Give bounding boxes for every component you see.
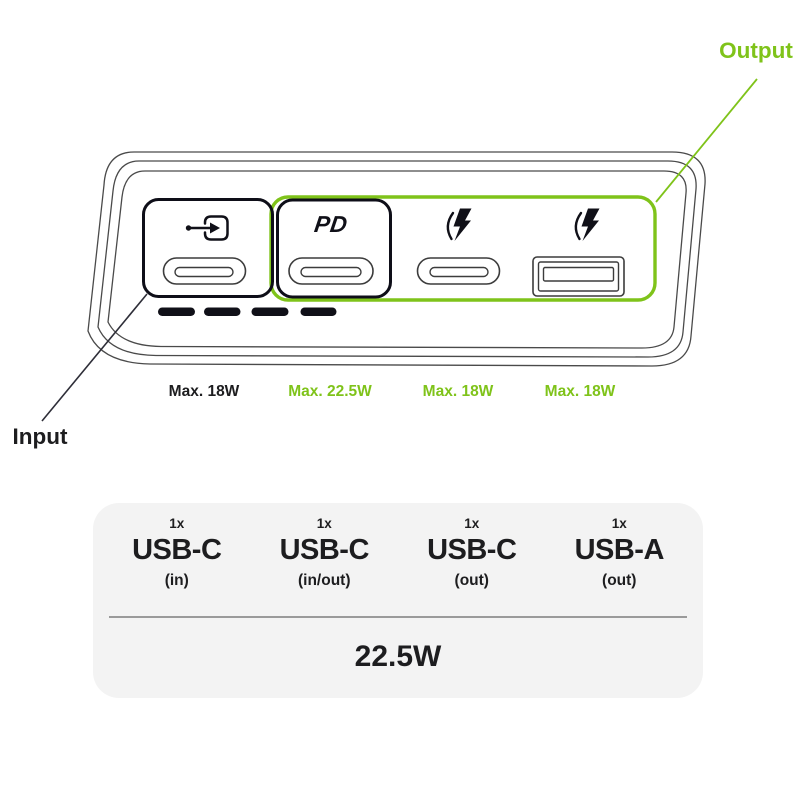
max-power-label-1: Max. 18W — [168, 383, 240, 400]
spec-divider — [109, 616, 687, 618]
port-quantity: 1x — [316, 516, 332, 531]
spec-column-usb-c-inout: 1x USB-C (in/out) — [251, 516, 399, 590]
spec-column-usb-a-out: 1x USB-A (out) — [546, 516, 694, 590]
fast-charge-icon — [446, 208, 472, 241]
usb-c-port-in — [162, 257, 247, 285]
port-quantity: 1x — [464, 516, 480, 531]
total-power: 22.5W — [354, 640, 442, 673]
pd-badge: PD — [312, 211, 350, 237]
port-name: USB-C — [132, 534, 222, 566]
port-name: USB-C — [279, 534, 370, 566]
port-mode: (out) — [602, 572, 637, 589]
spec-panel: 1x USB-C (in) 1x USB-C (in/out) 1x USB-C… — [93, 503, 703, 698]
fast-charge-icon — [574, 208, 600, 241]
input-leader-line — [41, 293, 148, 422]
output-leader-line — [655, 78, 758, 203]
port-name: USB-A — [574, 534, 665, 566]
max-power-label-3: Max. 18W — [422, 383, 494, 400]
port-mode: (out) — [454, 572, 489, 589]
battery-level-indicator — [158, 307, 337, 316]
powerbank-body-outline — [87, 151, 706, 367]
port-mode: (in/out) — [297, 572, 351, 589]
usb-c-port-pd — [288, 257, 374, 285]
input-group-border — [142, 198, 274, 298]
usb-input-icon — [185, 215, 229, 241]
spec-column-usb-c-in: 1x USB-C (in) — [103, 516, 251, 590]
usb-c-port-out — [416, 257, 501, 285]
port-quantity: 1x — [611, 516, 627, 531]
spec-column-usb-c-out: 1x USB-C (out) — [398, 516, 546, 590]
port-quantity: 1x — [169, 516, 185, 531]
input-label: Input — [12, 424, 68, 449]
port-mode: (in) — [164, 572, 189, 589]
usb-a-port — [532, 256, 625, 297]
max-power-label-2: Max. 22.5W — [288, 383, 372, 400]
port-name: USB-C — [427, 534, 517, 566]
spec-columns: 1x USB-C (in) 1x USB-C (in/out) 1x USB-C… — [93, 503, 703, 590]
max-power-label-4: Max. 18W — [544, 383, 616, 400]
pd-group-border — [276, 198, 392, 299]
output-label: Output — [719, 38, 793, 63]
